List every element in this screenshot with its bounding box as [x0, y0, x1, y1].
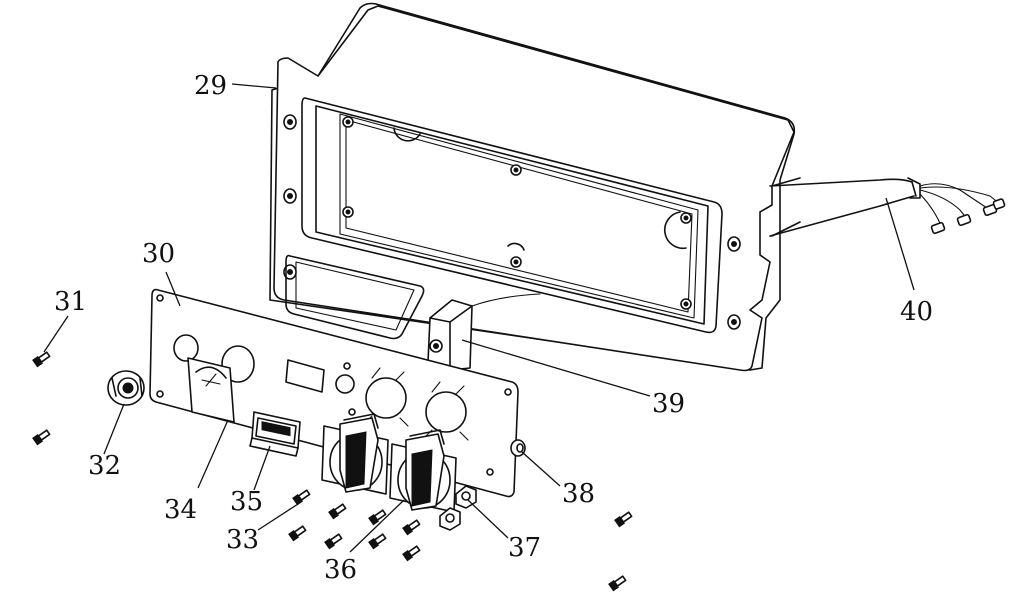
label-36: 36	[324, 555, 357, 585]
grommet	[510, 439, 526, 457]
label-34: 34	[164, 495, 197, 525]
label-39: 39	[652, 389, 685, 419]
knob	[107, 370, 145, 406]
part-labels: 29 30 31 32 33 34 35 36 37 38 39 40	[54, 71, 933, 585]
screws	[32, 351, 633, 592]
rear-housing-frame	[269, 2, 801, 372]
cable-harness	[769, 177, 1006, 237]
switch-plate	[187, 357, 235, 423]
hour-meter	[249, 411, 301, 457]
label-29: 29	[194, 71, 227, 101]
frame-screw-holes	[342, 116, 692, 310]
outlet-left	[321, 413, 389, 495]
flange-holes	[283, 114, 741, 330]
outlet-right	[389, 429, 457, 513]
label-30: 30	[142, 239, 175, 269]
label-40: 40	[900, 297, 933, 327]
label-31: 31	[54, 287, 87, 317]
label-32: 32	[88, 451, 121, 481]
label-33: 33	[226, 525, 259, 555]
label-37: 37	[508, 533, 541, 563]
label-38: 38	[562, 479, 595, 509]
leader-lines	[43, 83, 915, 553]
label-35: 35	[230, 487, 263, 517]
